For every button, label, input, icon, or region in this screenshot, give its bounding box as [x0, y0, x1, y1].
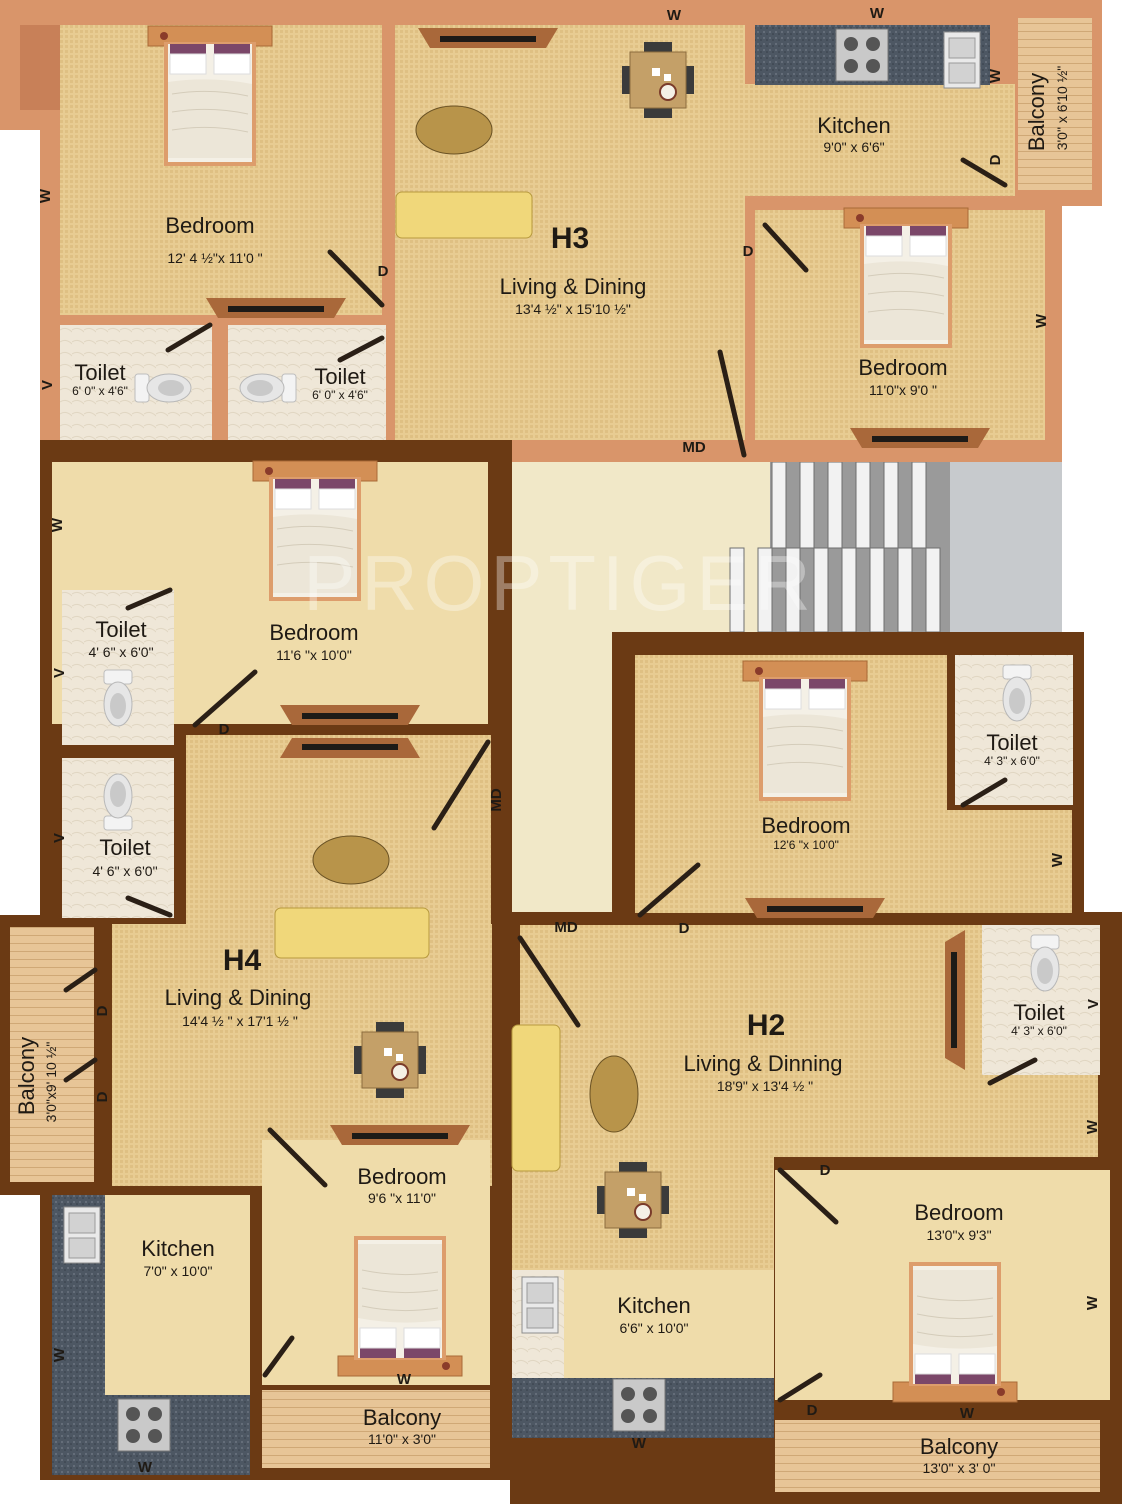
h2-unit-label: H2 [747, 1009, 785, 1042]
staircase [729, 461, 1062, 633]
window-marker: W [397, 1371, 412, 1388]
window-marker: W [667, 7, 682, 24]
h4-toilet1-name: Toilet [95, 617, 146, 642]
h4-bedroom1-dim: 11'6 "x 10'0" [276, 647, 352, 663]
h4-bedroom2-dim: 9'6 "x 11'0" [368, 1190, 436, 1206]
h2-bedroom2-dim: 13'0"x 9'3" [926, 1227, 991, 1243]
h4-bedroom1-name: Bedroom [269, 620, 358, 645]
h4-kitchen-dim: 7'0" x 10'0" [144, 1263, 213, 1279]
door-marker: D [807, 1402, 818, 1419]
door-marker: D [94, 1091, 111, 1102]
door-marker: D [987, 154, 1004, 165]
ventilator-marker: V [39, 380, 56, 390]
h2-living-name: Living & Dinning [684, 1051, 843, 1076]
h2-kitchen-dim: 6'6" x 10'0" [620, 1320, 689, 1336]
door-marker: D [94, 1005, 111, 1016]
window-marker: W [960, 1405, 975, 1422]
window-marker: W [138, 1459, 153, 1476]
h2-toilet1-name: Toilet [986, 730, 1037, 755]
h4-labels: H4 Living & Dining 14'4 ½ " x 17'1 ½ " B… [14, 617, 447, 1447]
h2-toilet2-name: Toilet [1013, 1000, 1064, 1025]
opening-markers: W W W W W W W W W W W W W W D D D D D D … [37, 5, 1102, 1476]
h3-toilet2-dim: 6' 0" x 4'6" [312, 388, 368, 402]
h2-bedroom2-name: Bedroom [914, 1200, 1003, 1225]
h2-labels: H2 Living & Dinning 18'9" x 13'4 ½ " Bed… [617, 730, 1067, 1476]
h2-bedroom1-dim: 12'6 "x 10'0" [773, 838, 839, 852]
ventilator-marker: V [51, 833, 68, 843]
h3-kitchen-dim: 9'0" x 6'6" [823, 139, 884, 155]
h3-balcony-dim: 3'0" x 6'10 ½" [1054, 66, 1070, 151]
h4-kitchen-name: Kitchen [141, 1236, 214, 1261]
h3-toilet2-name: Toilet [314, 364, 365, 389]
h4-living-name: Living & Dining [165, 985, 312, 1010]
h4-living-dim: 14'4 ½ " x 17'1 ½ " [182, 1013, 298, 1029]
h2-balcony-name: Balcony [920, 1434, 998, 1459]
furniture [63, 25, 1060, 1452]
h3-toilet1-dim: 6' 0" x 4'6" [72, 384, 128, 398]
door-marker: D [679, 920, 690, 937]
main-door-marker: MD [554, 919, 577, 936]
watermark-text: PROPTIGER [303, 539, 816, 627]
window-marker: W [49, 517, 66, 532]
door-marker: D [820, 1162, 831, 1179]
h4-balcony2-dim: 11'0" x 3'0" [368, 1431, 436, 1447]
h4-balcony1-name: Balcony [14, 1037, 39, 1115]
window-marker: W [1049, 852, 1066, 867]
h4-toilet2-dim: 4' 6" x 6'0" [92, 863, 157, 879]
main-door-marker: MD [488, 788, 505, 811]
h4-balcony2-name: Balcony [363, 1405, 441, 1430]
window-marker: W [51, 1347, 68, 1362]
h3-living-name: Living & Dining [500, 274, 647, 299]
h4-toilet1-dim: 4' 6" x 6'0" [88, 644, 153, 660]
door-swings [63, 157, 1038, 1403]
h3-kitchen-name: Kitchen [817, 113, 890, 138]
h3-bedroom1-dim: 12' 4 ½"x 11'0 " [167, 250, 262, 266]
window-marker: W [1033, 313, 1050, 328]
ventilator-marker: V [51, 668, 68, 678]
door-marker: D [378, 263, 389, 280]
window-marker: W [1084, 1295, 1101, 1310]
main-door-marker: MD [682, 439, 705, 456]
h3-bedroom2-name: Bedroom [858, 355, 947, 380]
h3-labels: H3 Living & Dining 13'4 ½" x 15'10 ½" Be… [72, 66, 1070, 402]
window-marker: W [1084, 1119, 1101, 1134]
h3-unit-label: H3 [551, 222, 589, 255]
h3-living-dim: 13'4 ½" x 15'10 ½" [515, 301, 631, 317]
door-marker: D [743, 243, 754, 260]
h2-kitchen-name: Kitchen [617, 1293, 690, 1318]
door-marker: D [219, 721, 230, 738]
h2-toilet1-dim: 4' 3" x 6'0" [984, 754, 1040, 768]
ventilator-marker: V [1085, 999, 1102, 1009]
h3-toilet1-name: Toilet [74, 360, 125, 385]
h4-balcony1-dim: 3'0"x9' 10 ½" [43, 1042, 59, 1123]
h4-bedroom2-name: Bedroom [357, 1164, 446, 1189]
h2-balcony-dim: 13'0" x 3' 0" [923, 1460, 996, 1476]
h3-bedroom2-dim: 11'0"x 9'0 " [869, 382, 937, 398]
window-marker: W [870, 5, 885, 22]
window-marker: W [37, 188, 54, 203]
h3-bedroom1-name: Bedroom [165, 213, 254, 238]
window-marker: W [632, 1435, 647, 1452]
window-marker: W [987, 68, 1004, 83]
h4-toilet2-name: Toilet [99, 835, 150, 860]
h2-living-dim: 18'9" x 13'4 ½ " [717, 1078, 813, 1094]
h3-balcony-name: Balcony [1024, 73, 1049, 151]
h4-unit-label: H4 [223, 944, 262, 977]
h2-bedroom1-name: Bedroom [761, 813, 850, 838]
h2-toilet2-dim: 4' 3" x 6'0" [1011, 1024, 1067, 1038]
